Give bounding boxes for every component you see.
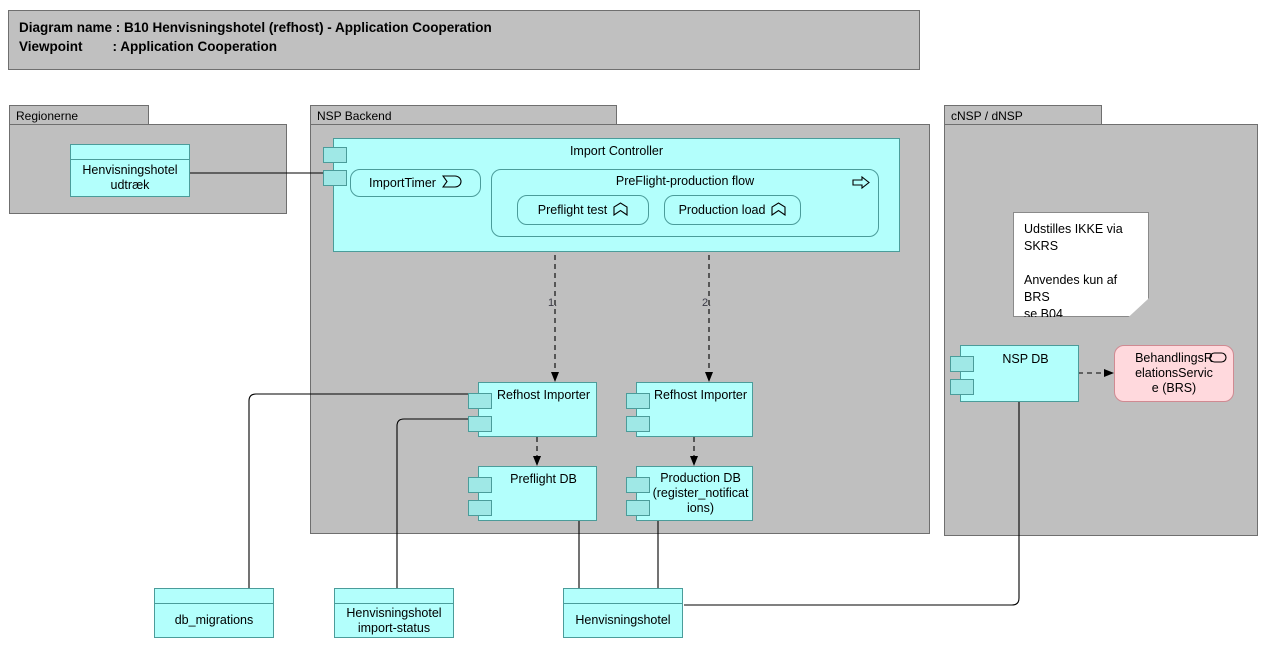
group-tab-nsp-backend: NSP Backend bbox=[310, 105, 617, 124]
component-port bbox=[626, 477, 650, 493]
element-import-controller[interactable]: Import Controller ImportTimer PreFlight-… bbox=[323, 138, 900, 252]
group-tab-regionerne: Regionerne bbox=[9, 105, 149, 124]
dataobj-band bbox=[155, 589, 273, 604]
import-controller-title: Import Controller bbox=[569, 144, 664, 158]
component-port bbox=[950, 379, 974, 395]
note-line-3: se B04 bbox=[1024, 307, 1063, 321]
element-production-db[interactable]: Production DB (register_notificat ions) bbox=[626, 466, 753, 521]
group-tab-cnsp-dnsp: cNSP / dNSP bbox=[944, 105, 1102, 124]
note-line-2: Anvendes kun af BRS bbox=[1024, 273, 1118, 304]
element-label: Production load bbox=[678, 203, 766, 217]
element-label: Henvisningshotel udtræk bbox=[82, 163, 178, 192]
element-label: Refhost Importer bbox=[653, 388, 748, 402]
diagram-name-line: Diagram name : B10 Henvisningshotel (ref… bbox=[19, 20, 492, 35]
component-port bbox=[468, 500, 492, 516]
service-icon bbox=[1209, 352, 1227, 367]
element-label: Refhost Importer bbox=[496, 388, 591, 402]
function-icon bbox=[771, 201, 786, 219]
dataobj-band bbox=[71, 145, 189, 160]
element-preflight-production-flow[interactable]: PreFlight-production flow Preflight test… bbox=[491, 169, 879, 237]
function-icon bbox=[613, 201, 628, 219]
element-label: Production DB (register_notificat ions) bbox=[652, 471, 749, 515]
component-port bbox=[468, 477, 492, 493]
component-port bbox=[626, 393, 650, 409]
group-body-cnsp-dnsp bbox=[944, 124, 1258, 536]
dataobj-band bbox=[335, 589, 453, 604]
element-label: Henvisningshotel bbox=[575, 613, 671, 627]
element-db-migrations[interactable]: db_migrations bbox=[154, 588, 274, 638]
element-brs-service[interactable]: BehandlingsR elationsServic e (BRS) bbox=[1114, 345, 1234, 402]
connector-label-1: 1. bbox=[548, 297, 558, 309]
element-production-load[interactable]: Production load bbox=[664, 195, 801, 225]
element-label: db_migrations bbox=[174, 613, 254, 627]
component-port bbox=[323, 170, 347, 186]
element-label: Preflight test bbox=[537, 203, 608, 217]
diagram-title-box: Diagram name : B10 Henvisningshotel (ref… bbox=[8, 10, 920, 70]
element-refhost-importer-left[interactable]: Refhost Importer bbox=[468, 382, 597, 437]
note-udstilles-ikke: Udstilles IKKE via SKRS Anvendes kun af … bbox=[1013, 212, 1149, 317]
connector-label-2: 2. bbox=[702, 297, 712, 309]
component-port bbox=[626, 500, 650, 516]
element-preflight-test[interactable]: Preflight test bbox=[517, 195, 649, 225]
element-label: Preflight DB bbox=[510, 472, 577, 486]
element-import-timer[interactable]: ImportTimer bbox=[350, 169, 481, 197]
note-spacer bbox=[1024, 255, 1138, 272]
component-port bbox=[468, 393, 492, 409]
element-import-status[interactable]: Henvisningshotel import-status bbox=[334, 588, 454, 638]
component-port bbox=[626, 416, 650, 432]
process-icon bbox=[852, 175, 870, 192]
element-henvisningshotel[interactable]: Henvisningshotel bbox=[563, 588, 683, 638]
event-icon bbox=[441, 175, 462, 191]
element-nsp-db[interactable]: NSP DB bbox=[950, 345, 1079, 402]
element-label: ImportTimer bbox=[369, 176, 436, 190]
note-line-1: Udstilles IKKE via SKRS bbox=[1024, 222, 1123, 253]
element-preflight-db[interactable]: Preflight DB bbox=[468, 466, 597, 521]
element-label: NSP DB bbox=[1002, 352, 1049, 366]
component-port bbox=[950, 356, 974, 372]
component-port bbox=[323, 147, 347, 163]
component-port bbox=[468, 416, 492, 432]
element-label: PreFlight-production flow bbox=[615, 174, 755, 188]
element-label: BehandlingsR elationsServic e (BRS) bbox=[1135, 351, 1213, 395]
element-refhost-importer-right[interactable]: Refhost Importer bbox=[626, 382, 753, 437]
dataobj-band bbox=[564, 589, 682, 604]
element-henvisningshotel-udtraek[interactable]: Henvisningshotel udtræk bbox=[70, 144, 190, 197]
element-label: Henvisningshotel import-status bbox=[346, 605, 442, 635]
viewpoint-line: Viewpoint : Application Cooperation bbox=[19, 39, 278, 54]
